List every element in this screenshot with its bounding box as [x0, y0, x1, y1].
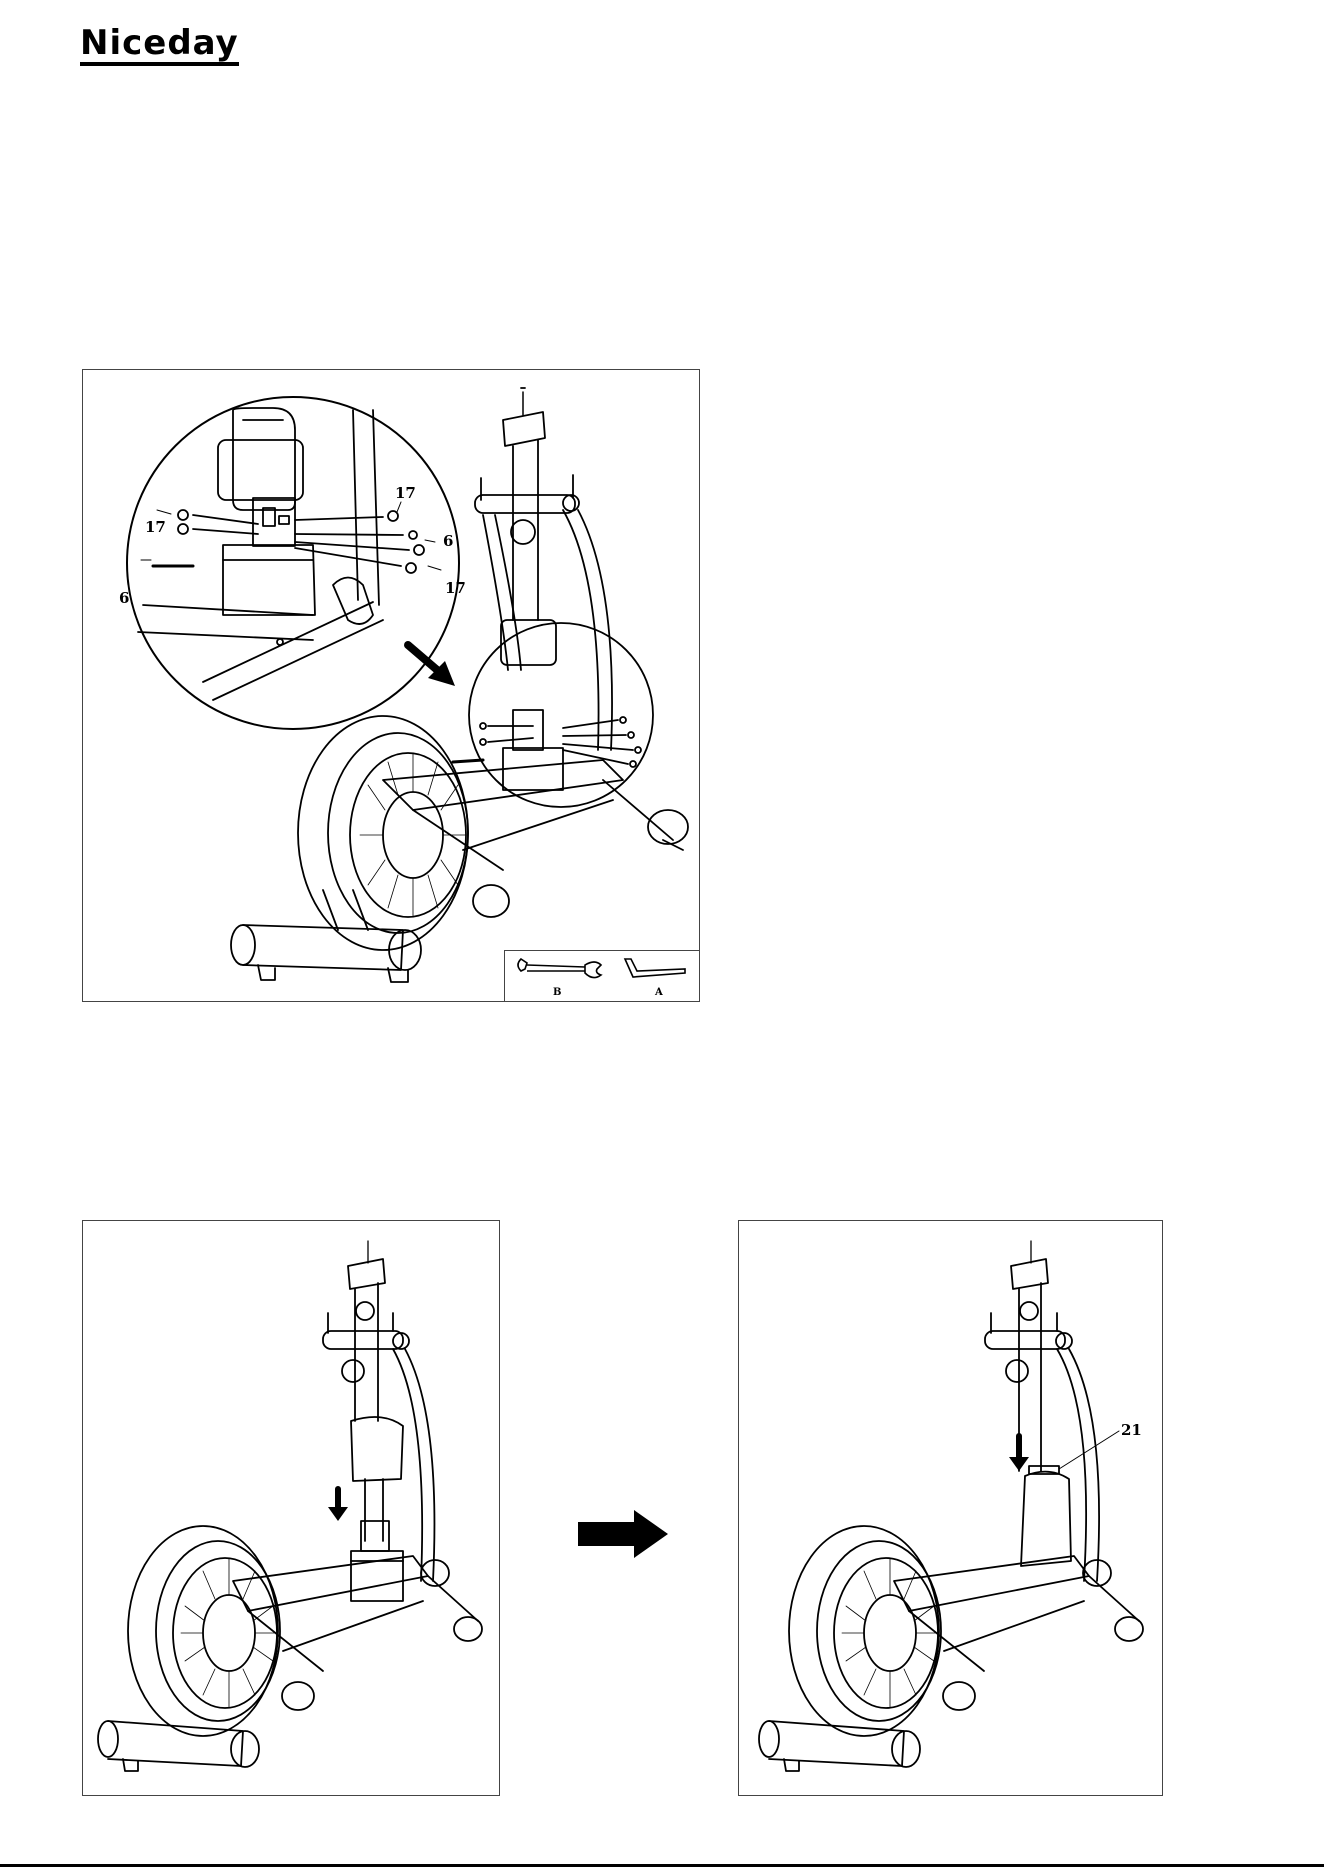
tool-label-b: B	[553, 987, 561, 998]
part-label-6-left: 6	[119, 589, 129, 607]
footer-rule	[0, 1864, 1324, 1867]
elliptical-drawing-1: 17 17 6 6 17	[83, 370, 700, 1002]
part-label-21: 21	[1121, 1421, 1142, 1439]
tools-box: B A	[504, 950, 699, 1001]
elliptical-main-view	[231, 388, 688, 982]
part-label-17-left: 17	[145, 518, 166, 536]
part-label-6-right: 6	[443, 532, 453, 550]
assembly-figure-step-2b: 21	[738, 1220, 1163, 1796]
part-label-17-bottom: 17	[445, 579, 466, 597]
elliptical-drawing-2	[83, 1221, 500, 1796]
allen-key-icon	[505, 951, 699, 1001]
tool-label-a: A	[655, 987, 663, 998]
part-label-17-top: 17	[395, 484, 416, 502]
brand-logo: Niceday	[80, 26, 239, 66]
elliptical-drawing-3: 21	[739, 1221, 1163, 1796]
detail-view	[138, 408, 441, 700]
assembly-figure-step-1: 17 17 6 6 17 B A	[82, 369, 700, 1002]
right-arrow-icon	[578, 1510, 668, 1558]
assembly-figure-step-2a	[82, 1220, 500, 1796]
